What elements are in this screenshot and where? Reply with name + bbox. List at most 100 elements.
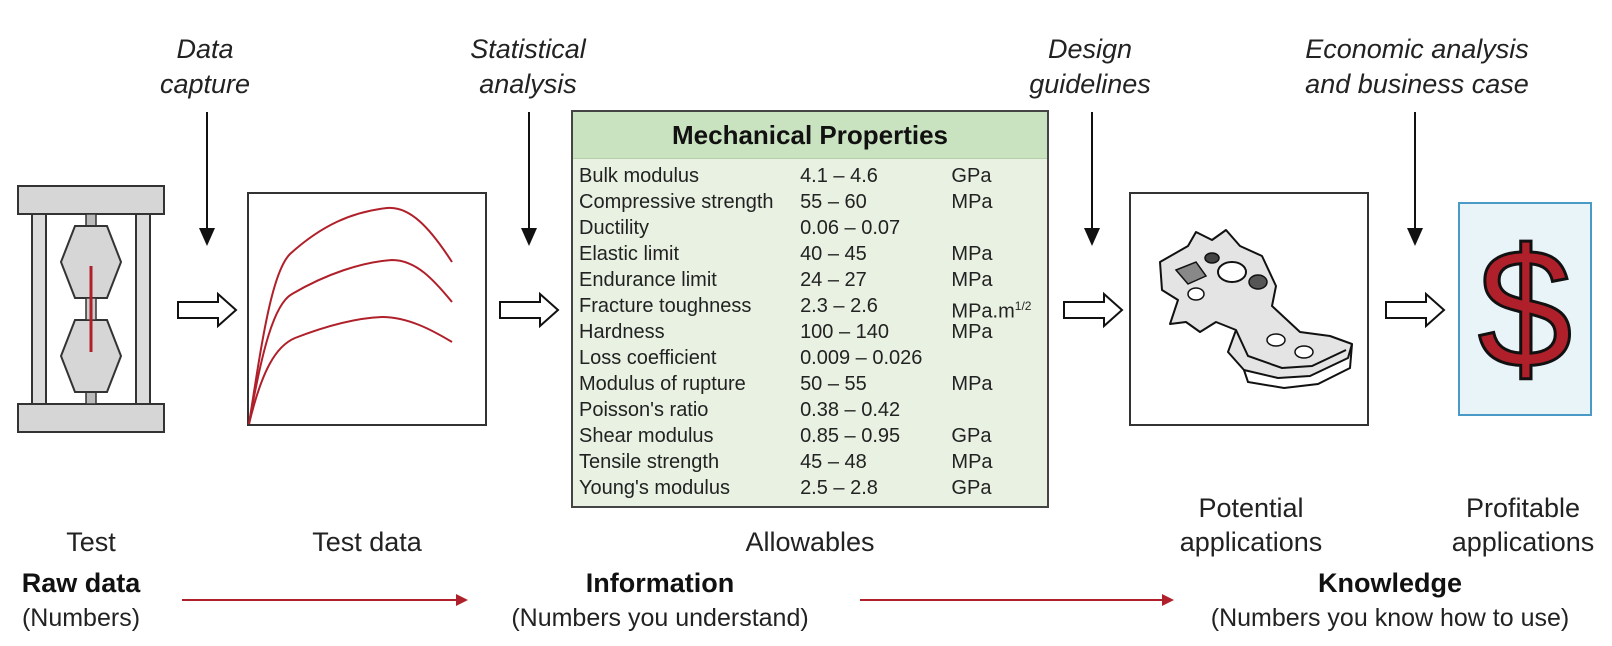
dollar-icon: $ <box>1458 202 1592 416</box>
caption-allowables: Allowables <box>745 527 875 557</box>
curve-3 <box>248 315 453 425</box>
property-value: 0.009 – 0.026 <box>800 347 923 369</box>
step-line: Data <box>176 34 234 64</box>
property-unit: GPa <box>951 163 1047 189</box>
property-unit: MPa <box>951 371 1047 397</box>
property-row: Ductility 0.06 – 0.07 <box>573 215 1047 241</box>
property-value: 45 – 48 <box>800 451 867 473</box>
step-line: Statistical <box>470 34 586 64</box>
property-unit: MPa <box>951 449 1047 475</box>
stage-raw-title: Raw data <box>21 568 141 598</box>
mechanical-properties-table: Mechanical Properties Bulk modulus 4.1 – … <box>571 110 1049 508</box>
property-unit: GPa <box>951 475 1047 501</box>
property-unit-text: GPa <box>951 477 992 499</box>
flow-arrow-3 <box>1063 291 1124 329</box>
step-line: guidelines <box>1029 69 1151 99</box>
property-unit-text: GPa <box>951 425 992 447</box>
property-row: Hardness 100 – 140 MPa <box>573 319 1047 345</box>
stage-information-sub: (Numbers you understand) <box>511 604 809 632</box>
property-unit-superscript: 1/2 <box>1014 299 1032 313</box>
property-name: Loss coefficient <box>579 347 717 369</box>
property-unit-text: MPa.m <box>951 300 1015 323</box>
property-name: Endurance limit <box>579 269 717 291</box>
property-value: 50 – 55 <box>800 373 867 395</box>
property-value: 0.06 – 0.07 <box>800 217 901 239</box>
down-arrow-economic-analysis <box>1407 112 1423 246</box>
caption-line: applications <box>1179 527 1323 557</box>
property-unit-text: MPa <box>951 191 993 213</box>
property-unit: MPa <box>951 267 1047 293</box>
flow-arrow-4 <box>1385 291 1446 329</box>
caption-line: applications <box>1451 527 1595 557</box>
property-value: 4.1 – 4.6 <box>800 165 878 187</box>
property-unit: MPa <box>951 189 1047 215</box>
property-row: Elastic limit 40 – 45 MPa <box>573 241 1047 267</box>
property-unit: MPa <box>951 319 1047 345</box>
property-unit <box>951 345 1047 371</box>
property-unit: GPa <box>951 423 1047 449</box>
property-value: 55 – 60 <box>800 191 867 213</box>
stress-strain-plot <box>247 192 487 426</box>
flow-arrow-1 <box>177 291 238 329</box>
property-unit-text: MPa <box>951 321 993 343</box>
down-arrow-data-capture <box>199 112 215 246</box>
property-value: 2.3 – 2.6 <box>800 295 878 317</box>
step-label-design-guidelines: Design guidelines <box>1020 32 1160 102</box>
down-arrow-design-guidelines <box>1084 112 1100 246</box>
property-name: Ductility <box>579 217 650 239</box>
property-unit: MPa <box>951 241 1047 267</box>
properties-title: Mechanical Properties <box>573 112 1047 159</box>
property-unit-text: MPa <box>951 373 993 395</box>
stage-knowledge-sub: (Numbers you know how to use) <box>1210 604 1570 632</box>
step-label-economic-analysis: Economic analysis and business case <box>1282 32 1552 102</box>
step-label-statistical-analysis: Statistical analysis <box>452 32 604 102</box>
caption-profitable-applications: Profitable applications <box>1438 491 1608 559</box>
property-value: 100 – 140 <box>800 321 890 343</box>
property-row: Young's modulus 2.5 – 2.8 GPa <box>573 475 1047 501</box>
flow-arrow-2 <box>499 291 560 329</box>
property-row: Loss coefficient 0.009 – 0.026 <box>573 345 1047 371</box>
property-value: 40 – 45 <box>800 243 867 265</box>
property-name: Bulk modulus <box>579 165 700 187</box>
property-row: Modulus of rupture 50 – 55 MPa <box>573 371 1047 397</box>
property-name: Compressive strength <box>579 191 774 213</box>
stage-information-title: Information <box>585 568 735 598</box>
property-name: Elastic limit <box>579 243 680 265</box>
property-value: 2.5 – 2.8 <box>800 477 878 499</box>
property-name: Hardness <box>579 321 665 343</box>
step-line: analysis <box>479 69 577 99</box>
step-line: capture <box>159 69 251 99</box>
property-name: Modulus of rupture <box>579 373 746 395</box>
property-unit: MPa.m1/2 <box>951 293 1047 323</box>
stage-raw-sub: (Numbers) <box>21 604 141 632</box>
property-name: Young's modulus <box>579 477 730 499</box>
test-machine-icon <box>17 185 165 433</box>
property-name: Shear modulus <box>579 425 714 447</box>
caption-potential-applications: Potential applications <box>1166 491 1336 559</box>
step-line: Economic analysis <box>1305 34 1529 64</box>
step-label-data-capture: Data capture <box>140 32 270 102</box>
property-row: Compressive strength 55 – 60 MPa <box>573 189 1047 215</box>
property-unit-text: MPa <box>951 451 993 473</box>
caption-line: Potential <box>1198 493 1304 523</box>
property-value: 0.38 – 0.42 <box>800 399 901 421</box>
property-name: Tensile strength <box>579 451 720 473</box>
curve-1 <box>248 206 453 425</box>
caption-test-data: Test data <box>312 527 422 557</box>
down-arrow-statistical-analysis <box>521 112 537 246</box>
part-sketch-icon <box>1129 192 1369 426</box>
property-row: Bulk modulus 4.1 – 4.6 GPa <box>573 163 1047 189</box>
property-unit-text: MPa <box>951 269 993 291</box>
caption-test: Test <box>66 527 116 557</box>
step-line: and business case <box>1305 69 1529 99</box>
caption-line: Profitable <box>1465 493 1581 523</box>
stage-knowledge-title: Knowledge <box>1317 568 1462 598</box>
dollar-symbol: $ <box>1476 214 1574 404</box>
curve-2 <box>248 258 453 425</box>
